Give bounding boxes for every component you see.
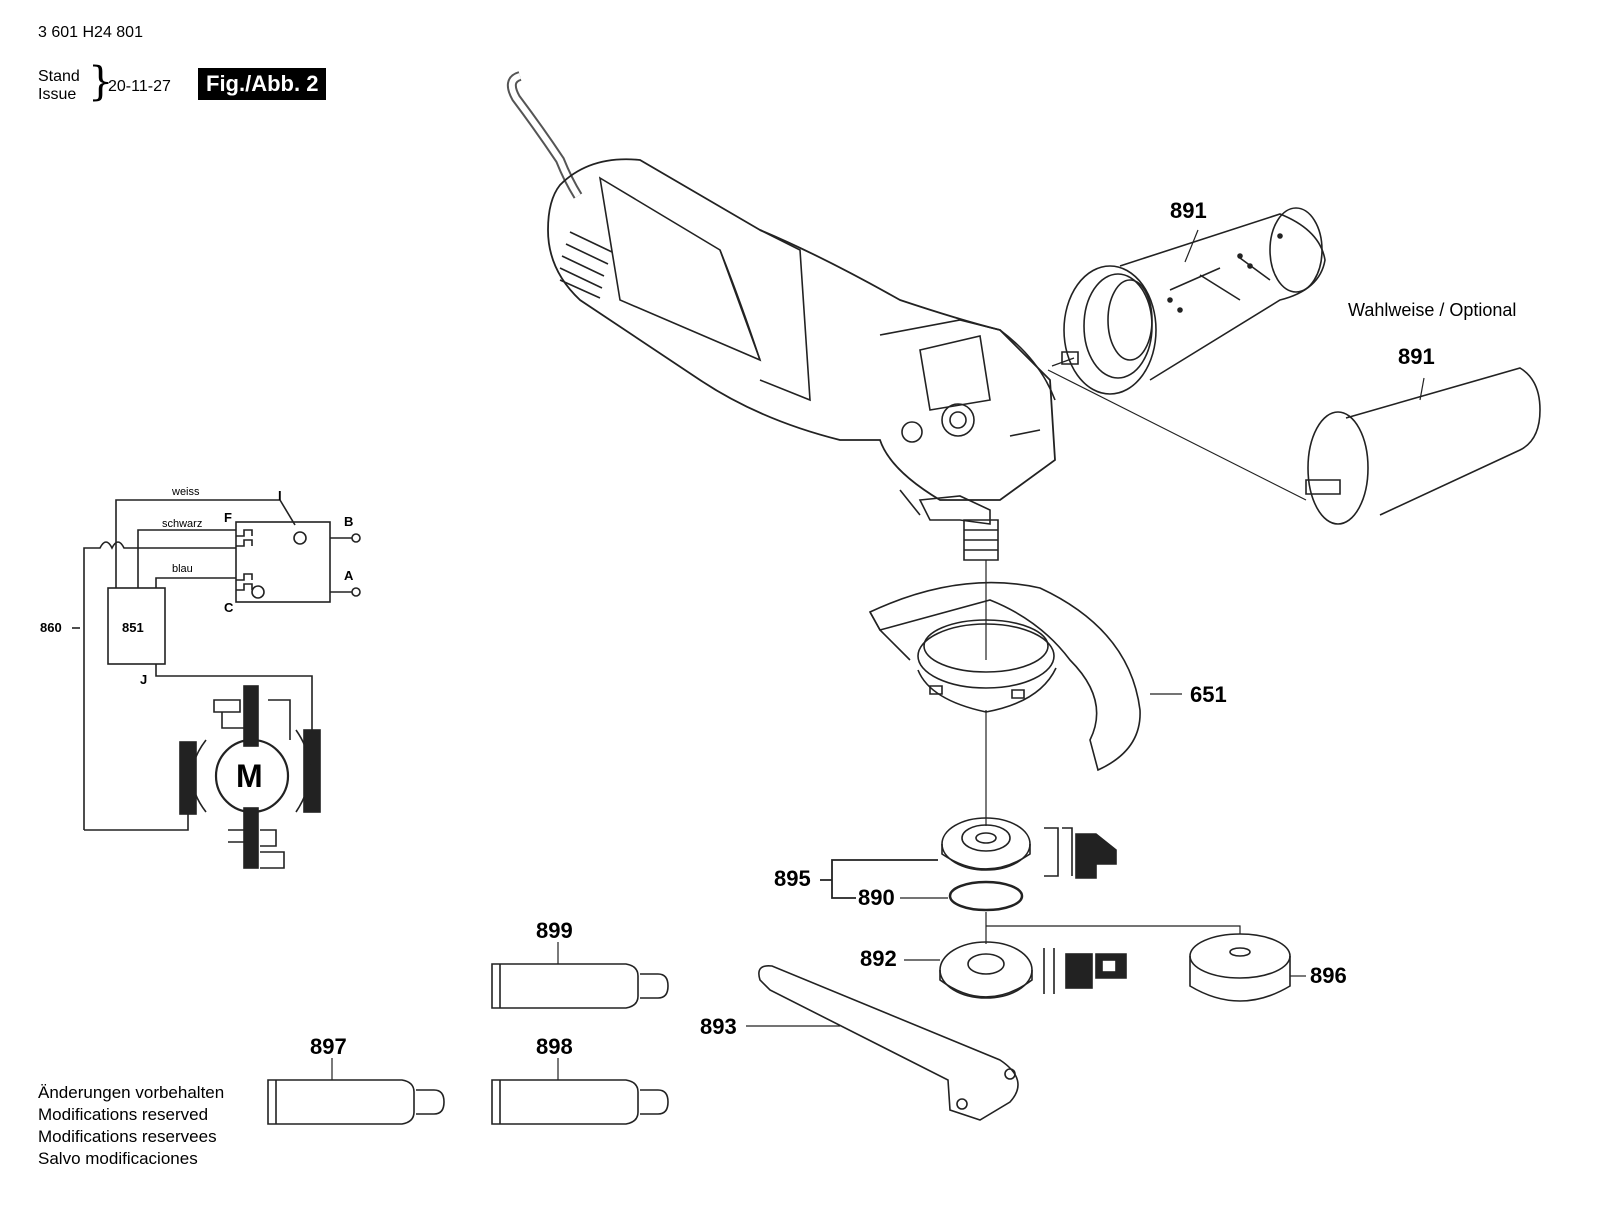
wiring-diagram — [72, 499, 361, 869]
brace-glyph: } — [88, 59, 114, 105]
callout-898: 898 — [536, 1034, 573, 1059]
stand-label: Stand — [38, 68, 80, 85]
terminal-label-c: C — [224, 600, 234, 615]
callout-893: 893 — [700, 1014, 737, 1039]
optional-label: Wahlweise / Optional — [1348, 300, 1517, 320]
part-896-quick-nut — [1189, 933, 1291, 1002]
part-895-flange — [941, 817, 1031, 871]
callout-891-plain: 891 — [1398, 344, 1435, 369]
callout-892: 892 — [860, 946, 897, 971]
wire-label-blau: blau — [172, 563, 193, 575]
callout-890: 890 — [858, 885, 895, 910]
terminal-label-a: A — [344, 568, 354, 583]
modification-notes: Änderungen vorbehalten Modifications res… — [38, 1082, 224, 1170]
callout-899: 899 — [536, 918, 573, 943]
note-de: Änderungen vorbehalten — [38, 1083, 225, 1102]
note-fr: Modifications reservees — [38, 1127, 217, 1146]
document-number: 3 601 H24 801 — [38, 24, 143, 41]
callout-651: 651 — [1190, 682, 1227, 707]
angle-grinder-body — [506, 71, 1056, 561]
part-893-spanner — [758, 964, 1019, 1121]
terminal-label-f: F — [224, 510, 232, 525]
callout-895: 895 — [774, 866, 811, 891]
switch-label-i: I — [278, 488, 282, 503]
terminal-label-b: B — [344, 514, 354, 529]
note-en: Modifications reserved — [38, 1105, 209, 1124]
figure-label: Fig./Abb. 2 — [198, 68, 327, 100]
component-851-box — [107, 587, 166, 665]
terminal-label-j: J — [140, 672, 148, 687]
ref-label-860: 860 — [40, 620, 62, 635]
callout-897: 897 — [310, 1034, 347, 1059]
part-890-o-ring — [948, 880, 1024, 912]
part-891-plain-handle — [1305, 367, 1541, 525]
callout-891-grip: 891 — [1170, 198, 1207, 223]
motor-label: M — [236, 758, 263, 794]
part-897-tube — [267, 1079, 445, 1125]
cross-section-895-icon — [1044, 827, 1117, 879]
part-892-nut — [939, 941, 1033, 999]
part-891-grip-handle — [1061, 207, 1326, 395]
wire-label-schwarz: schwarz — [162, 518, 203, 530]
part-899-tube — [491, 963, 669, 1009]
issue-date: 20-11-27 — [108, 78, 171, 95]
callout-896: 896 — [1310, 963, 1347, 988]
note-es: Salvo modificaciones — [38, 1149, 198, 1168]
ref-label-851: 851 — [122, 620, 144, 635]
wire-label-weiss: weiss — [172, 486, 200, 498]
part-898-tube — [491, 1079, 669, 1125]
issue-label: Issue — [38, 86, 77, 103]
stand-issue-label: Stand Issue — [38, 68, 80, 104]
cross-section-892-icon — [1043, 948, 1127, 994]
part-651-guard — [868, 581, 1141, 772]
